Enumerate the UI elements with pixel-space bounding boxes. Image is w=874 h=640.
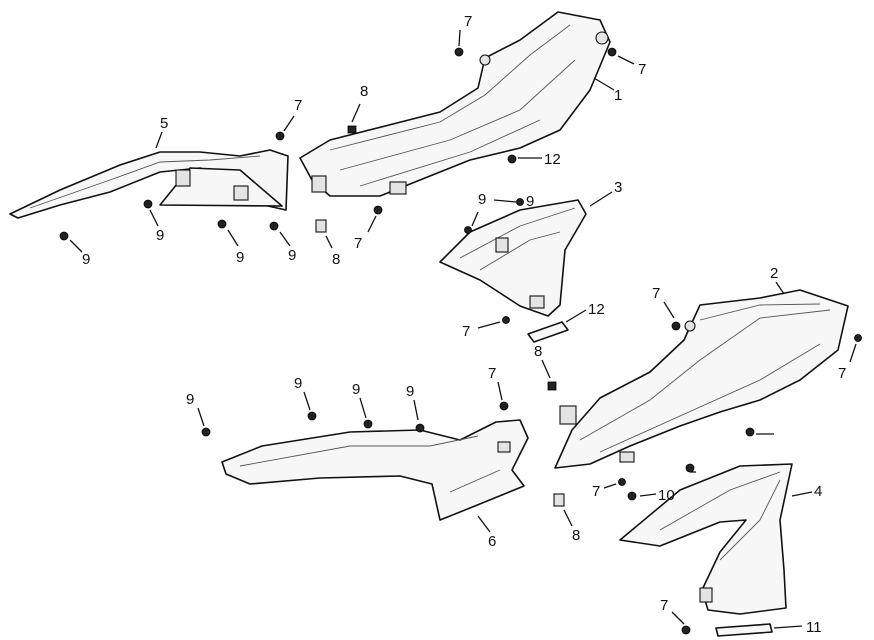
callout-7: 7: [464, 13, 472, 30]
callout-2: 2: [770, 265, 778, 282]
fastener-8: [315, 219, 327, 233]
fastener-7: [618, 478, 626, 486]
fastener-9: [217, 219, 227, 229]
part-10-strip: [715, 623, 773, 637]
fastener-9: [685, 463, 695, 473]
callout-7: 7: [354, 235, 362, 252]
callout-8: 8: [572, 527, 580, 544]
callout-7: 7: [652, 285, 660, 302]
callout-9: 9: [236, 249, 244, 266]
callout-8: 8: [534, 343, 542, 360]
fastener-12: [507, 154, 517, 164]
fastener-7: [671, 321, 681, 331]
callout-4: 4: [814, 483, 822, 500]
callout-8: 8: [360, 83, 368, 100]
callout-9: 9: [156, 227, 164, 244]
part-2-side-cover: [554, 289, 849, 469]
callout-7: 7: [592, 483, 600, 500]
fastener-9: [464, 226, 472, 234]
fastener-7: [275, 131, 285, 141]
fastener-9: [269, 221, 279, 231]
callout-9: 9: [478, 191, 486, 208]
callout-9: 9: [82, 251, 90, 268]
fastener-7: [681, 625, 691, 635]
fastener-9: [59, 231, 69, 241]
callout-6: 6: [488, 533, 496, 550]
callout-7: 7: [660, 597, 668, 614]
fastener-7: [607, 47, 617, 57]
callout-7: 7: [838, 365, 846, 382]
fastener-7: [499, 401, 509, 411]
callout-9: 9: [352, 381, 360, 398]
fastener-7: [854, 334, 862, 342]
fastener-8: [347, 125, 357, 134]
part-5-rail: [9, 149, 289, 219]
callout-7: 7: [294, 97, 302, 114]
fasteners: [59, 47, 862, 635]
fastener-7: [502, 316, 510, 324]
callout-5: 5: [160, 115, 168, 132]
callout-9: 9: [526, 193, 534, 210]
callout-9: 10: [658, 487, 675, 504]
part-6-lower-cover: [221, 419, 529, 521]
part-1-side-cover: [299, 11, 611, 197]
part-3-center-panel: [439, 199, 587, 317]
callout-7: 7: [638, 61, 646, 78]
fastener-9: [516, 198, 524, 206]
callout-8: 8: [332, 251, 340, 268]
fastener-9: [143, 199, 153, 209]
fastener-9: [415, 423, 425, 433]
callout-9: 9: [406, 383, 414, 400]
callout-12: 12: [544, 151, 561, 168]
callout-9: 9: [288, 247, 296, 264]
fastener-8: [547, 381, 557, 391]
callout-9: 9: [294, 375, 302, 392]
callout-1: 1: [614, 87, 622, 104]
fastener-9: [627, 491, 637, 501]
callout-10: 11: [806, 619, 822, 636]
fastener-7: [373, 205, 383, 215]
callout-7: 7: [488, 365, 496, 382]
callout-7: 7: [462, 323, 470, 340]
fastener-9: [201, 427, 211, 437]
fastener-9: [307, 411, 317, 421]
callout-9: 9: [186, 391, 194, 408]
fastener-7: [454, 47, 464, 57]
fastener-12: [745, 427, 755, 437]
callout-3: 3: [614, 179, 622, 196]
fastener-9: [363, 419, 373, 429]
part-11-strip: [527, 321, 569, 343]
part-4-front-panel: [619, 463, 793, 615]
callout-labels: 1 2 3 4 5 6 7 7 7 7 7 7 7 7 7 7 8 8 8 8 …: [82, 13, 846, 636]
fastener-8: [553, 493, 565, 507]
callout-11: 12: [588, 301, 605, 318]
leader-lines: [69, 29, 857, 629]
